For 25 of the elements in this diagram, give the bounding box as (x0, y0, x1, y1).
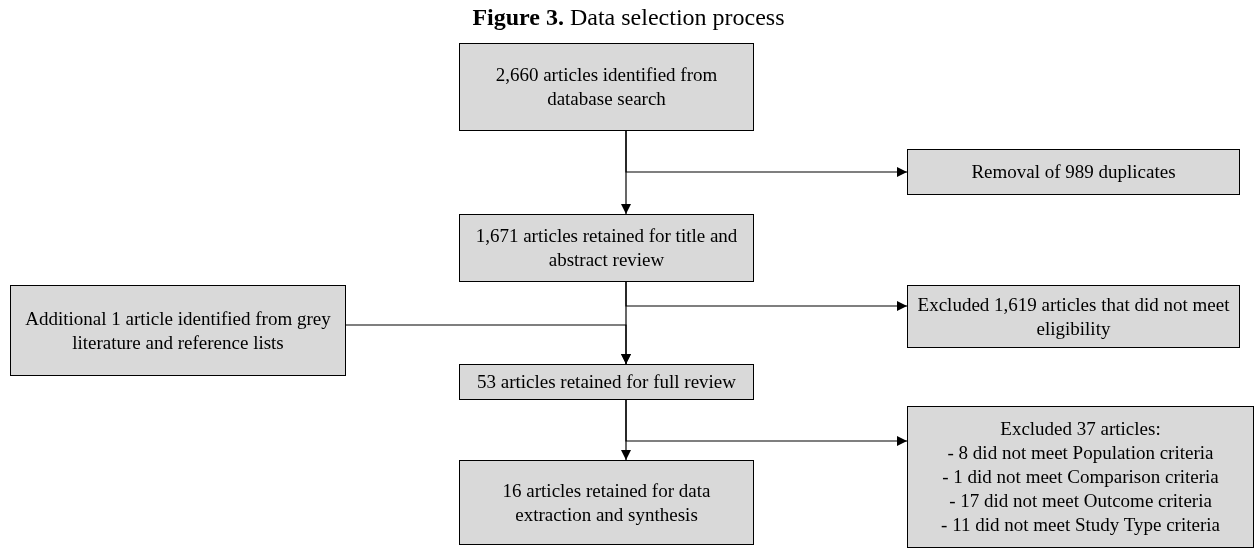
process-box (10, 285, 346, 376)
box-text: - 8 did not meet Population criteria (947, 441, 1214, 465)
arrow (625, 130, 908, 177)
box-text: Additional 1 article identified from grey literature and reference lists (24, 306, 332, 355)
process-box (459, 460, 754, 545)
box-text: - 1 did not meet Comparison criteria (942, 465, 1219, 489)
process-box (459, 214, 754, 282)
process-box (459, 364, 754, 400)
box-text: 16 articles retained for data extraction and synthesis (501, 478, 712, 527)
arrow (345, 324, 631, 365)
box-text: Excluded 1,619 articles that did not meet eligibility (916, 292, 1231, 341)
box-text: - 17 did not meet Outcome criteria (949, 489, 1212, 513)
process-box (907, 285, 1240, 348)
box-text: - 11 did not meet Study Type criteria (941, 513, 1220, 537)
box-text: 53 articles retained for full review (477, 370, 736, 394)
arrow (625, 399, 908, 446)
box-text: Removal of 989 duplicates (971, 160, 1176, 184)
box-text: 2,660 articles identified from database search (494, 63, 719, 111)
process-box (907, 149, 1240, 195)
box-text: 1,671 articles retained for title and abstract review (474, 224, 739, 272)
box-text: Excluded 37 articles: (1000, 417, 1161, 441)
arrow (625, 281, 908, 311)
process-box (907, 406, 1254, 548)
figure-title: Figure 3. Data selection process (471, 4, 786, 31)
process-box (459, 43, 754, 131)
